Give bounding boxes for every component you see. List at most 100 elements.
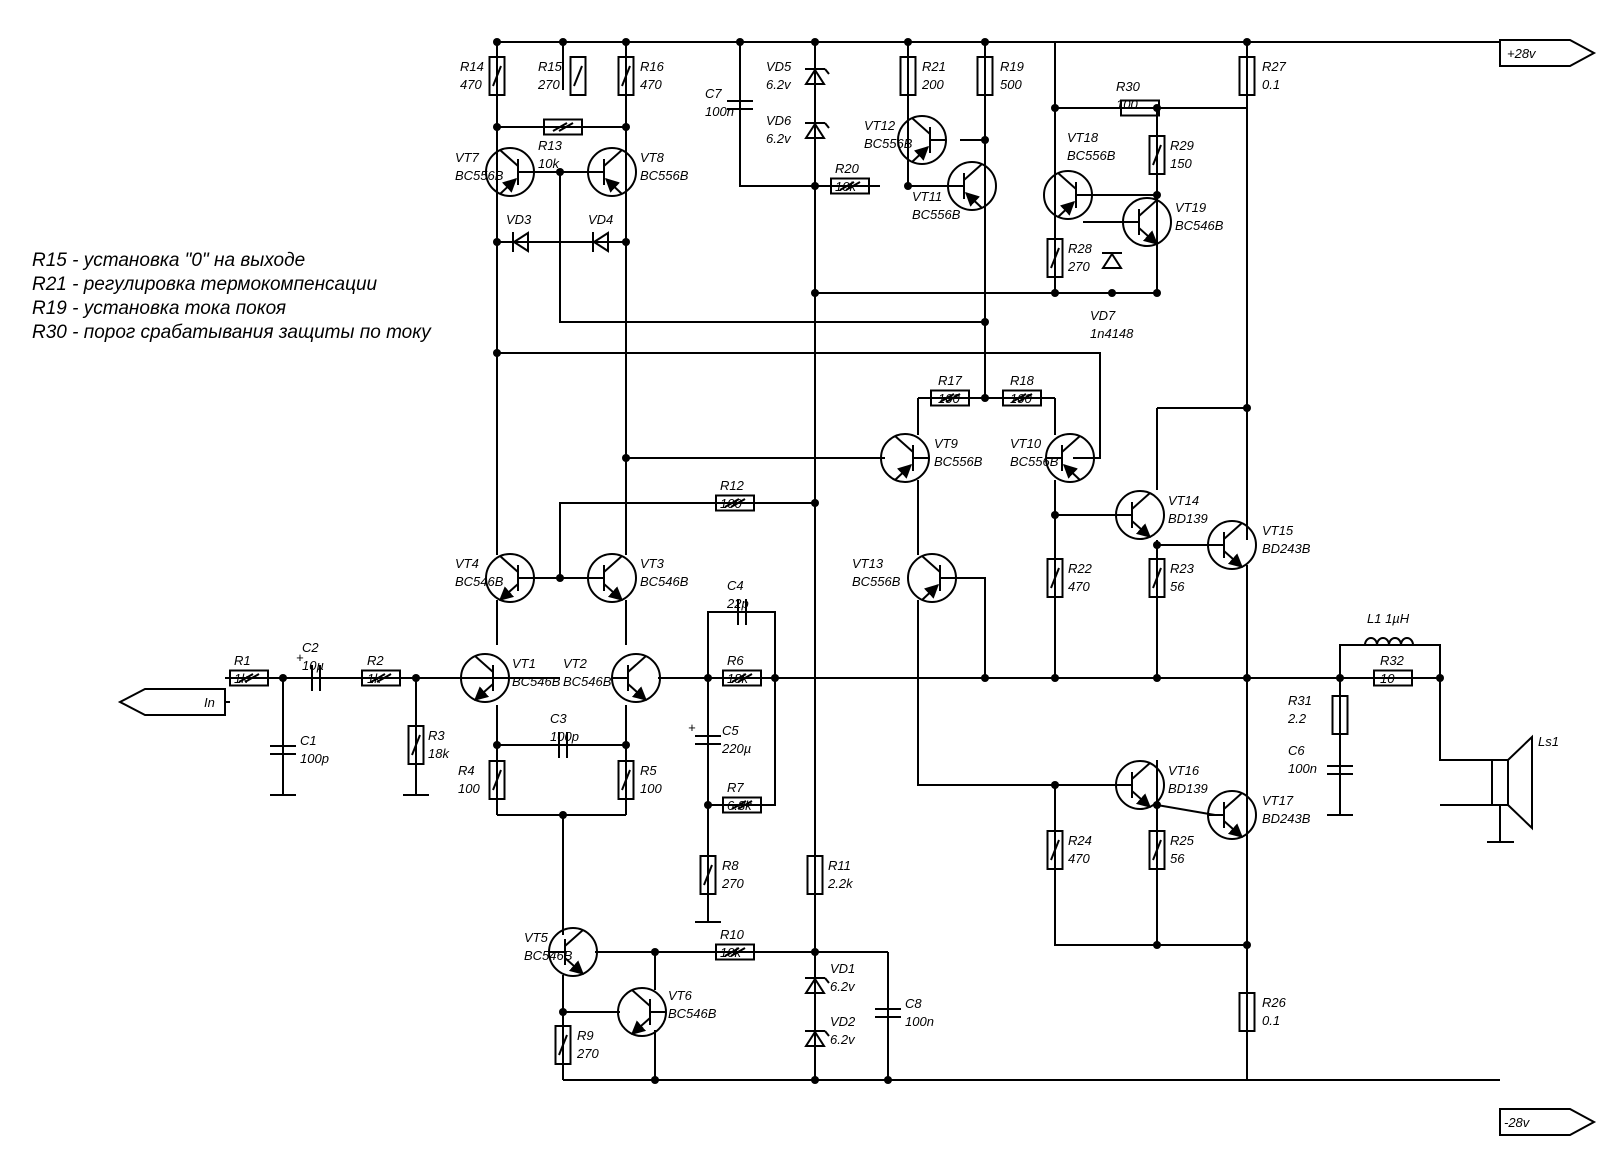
transistor-ref: VT17 [1262,793,1294,808]
diode-ref: VD5 [766,59,792,74]
note-r21: R21 - регулировка термокомпенсации [32,274,378,295]
capacitor-value: 100n [1288,761,1317,776]
capacitor-ref: C7 [705,86,722,101]
resistor-value: 1k [234,671,249,686]
junction-dot [981,674,989,682]
resistor-value: 200 [921,77,944,92]
diode-vd4: VD4 [588,212,613,253]
transistor-type: BC556B [1067,148,1116,163]
resistor-value: 10 [1380,671,1395,686]
resistor-value: 470 [640,77,662,92]
transistor-type: BC556B [852,574,901,589]
resistor-value: 18k [428,746,450,761]
capacitor-ref: C4 [727,578,744,593]
resistor-ref: R18 [1010,373,1035,388]
junction-dot [1336,674,1344,682]
transistor-type: BD243B [1262,541,1311,556]
transistor-ref: VT10 [1010,436,1042,451]
wire [1054,42,1247,109]
resistor-value: 6.8k [727,798,753,813]
capacitor-ref: C2 [302,640,319,655]
wire [950,577,986,678]
resistor-value: 56 [1170,579,1185,594]
junction-dot [1153,941,1161,949]
resistor-ref: R4 [458,763,475,778]
resistor-ref: R26 [1262,995,1287,1010]
resistor-ref: R7 [727,780,744,795]
resistor-value: 100 [458,781,480,796]
diode-value: 1n4148 [1090,326,1134,341]
transistor-ref: VT1 [512,656,536,671]
capacitor-value: 100p [550,729,579,744]
junction-dot [493,238,501,246]
resistor-value: 0.1 [1262,1013,1280,1028]
resistor-ref: R21 [922,59,946,74]
resistor-ref: R3 [428,728,445,743]
resistor-ref: R25 [1170,833,1195,848]
resistor-value: 270 [721,876,744,891]
transistor-ref: VT12 [864,118,896,133]
junction-dot [559,811,567,819]
junction-dot [1051,104,1059,112]
resistor-value: 470 [1068,579,1090,594]
resistor-ref: R19 [1000,59,1024,74]
transistor-ref: VT19 [1175,200,1206,215]
transistor-type: BD139 [1168,781,1208,796]
capacitor-value: 10µ [302,658,324,673]
junction-dot [811,948,819,956]
resistor-value: 56 [1170,851,1185,866]
resistor-value: 2.2k [827,876,854,891]
positive-rail-terminal: +28v [1499,39,1597,67]
junction-dot [1153,289,1161,297]
wire [497,352,1101,459]
resistor-ref: R13 [538,138,563,153]
junction-dot [651,1076,659,1084]
junction-dot [811,499,819,507]
junction-dot [904,182,912,190]
junction-dot [493,741,501,749]
resistor-ref: R1 [234,653,251,668]
junction-dot [493,123,501,131]
transistor-ref: VT7 [455,150,480,165]
wire [1156,804,1216,816]
junction-dot [412,674,420,682]
junction-dot [1153,674,1161,682]
transistor-type: BC546B [1175,218,1224,233]
junction-dot [622,123,630,131]
diode-ref: VD3 [506,212,532,227]
capacitor-value: 220µ [721,741,751,756]
resistor-ref: R2 [367,653,384,668]
junction-dot [556,574,564,582]
resistor-ref: R28 [1068,241,1093,256]
resistor-value: 18k [727,671,749,686]
resistor-value: 470 [1068,851,1090,866]
